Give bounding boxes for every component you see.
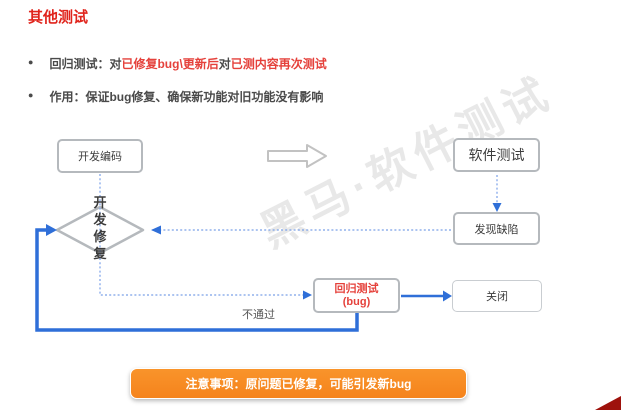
connector-fail-loop — [35, 228, 359, 332]
bullet-regression-definition: ● 回归测试：对已修复bug\更新后对已测内容再次测试 — [28, 55, 327, 72]
bullet-text: 作用：保证bug修复、确保新功能对旧功能没有影响 — [49, 90, 324, 104]
flow-node-close: 关闭 — [452, 280, 542, 312]
bullet-dot-icon: ● — [28, 90, 34, 100]
bullet-text: 回归测试：对已修复bug\更新后对已测内容再次测试 — [49, 57, 327, 71]
flow-node-dev-fix-label: 开发修复 — [93, 195, 107, 261]
block-arrow-right-icon — [267, 144, 327, 168]
flow-node-regression-test: 回归测试 (bug) — [313, 278, 400, 313]
notice-banner-text: 注意事项：原问题已修复，可能引发新bug — [185, 377, 412, 391]
page-title: 其他测试 — [28, 9, 89, 26]
node-label: 回归测试 — [334, 282, 379, 295]
arrowhead-right-icon — [443, 290, 452, 302]
node-label: (bug) — [342, 295, 371, 308]
node-label: 开发编码 — [78, 151, 122, 163]
arrowhead-left-icon — [151, 225, 161, 235]
corner-triangle-decoration — [595, 396, 621, 410]
bullet-dot-icon: ● — [28, 57, 34, 67]
arrowhead-down-icon — [492, 203, 502, 212]
arrowhead-right-icon — [46, 224, 57, 236]
flow-node-dev-coding: 开发编码 — [57, 139, 143, 173]
node-label: 软件测试 — [468, 147, 525, 163]
fail-path-label: 不通过 — [242, 309, 275, 321]
node-label: 发现缺陷 — [474, 223, 519, 236]
arrowhead-right-icon — [303, 290, 312, 300]
node-label: 关闭 — [486, 291, 508, 303]
flow-node-found-defect: 发现缺陷 — [453, 212, 540, 245]
notice-banner: 注意事项：原问题已修复，可能引发新bug — [130, 368, 467, 399]
connector-diamond-to-regression — [99, 174, 303, 296]
flow-node-software-test: 软件测试 — [453, 138, 540, 172]
bullet-purpose: ● 作用：保证bug修复、确保新功能对旧功能没有影响 — [28, 88, 323, 105]
